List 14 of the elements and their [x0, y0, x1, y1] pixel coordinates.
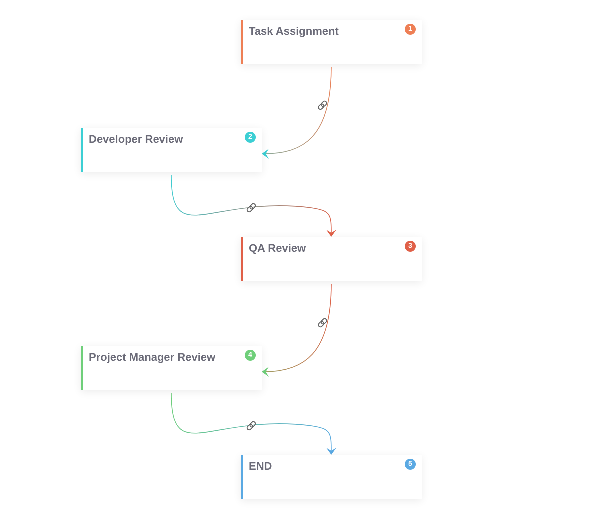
step-title: QA Review [249, 243, 308, 256]
step-card [241, 455, 422, 499]
step-card [241, 20, 422, 64]
step-title: END [249, 461, 274, 474]
step-title: Project Manager Review [89, 352, 217, 365]
connector-arrow [262, 284, 332, 377]
step-card [81, 128, 262, 172]
step-title: Developer Review [89, 134, 184, 147]
step-title: Task Assignment [249, 26, 340, 39]
connector-arrow [171, 174, 336, 237]
connector-arrow [171, 392, 336, 455]
connector-arrow [262, 66, 332, 159]
step-card [241, 237, 422, 281]
step-card [81, 346, 262, 390]
